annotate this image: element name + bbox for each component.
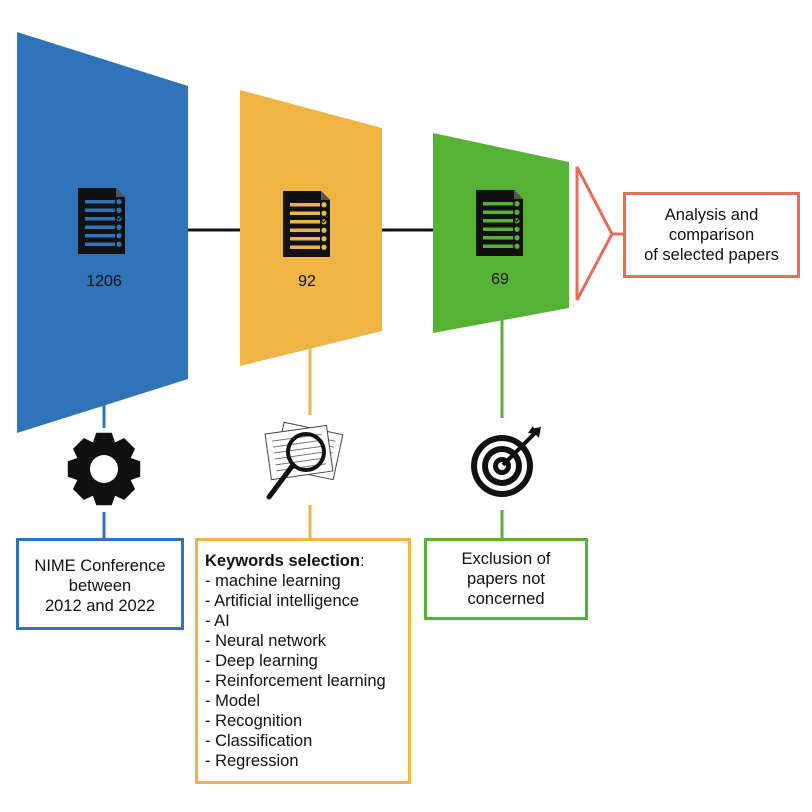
keyword-item: - Reinforcement learning — [205, 672, 386, 690]
keyword-item: - Artificial intelligence — [205, 592, 360, 610]
exclusion-line: concerned — [467, 590, 545, 608]
nime-line: NIME Conference — [34, 557, 166, 575]
nime-line: between — [68, 577, 132, 595]
keyword-item: - Recognition — [205, 712, 303, 730]
keyword-item: - Classification — [205, 732, 313, 750]
exclusion-line: Exclusion of — [461, 550, 551, 568]
stage-2-count: 92 — [298, 273, 316, 290]
document-checklist-icon — [78, 188, 125, 254]
exclusion-line: papers not — [467, 570, 545, 588]
nime-conference-box: NIME Conference between 2012 and 2022 — [16, 538, 184, 630]
target-icon — [471, 426, 541, 497]
keywords-title-colon: : — [359, 552, 365, 570]
analysis-line: of selected papers — [644, 246, 779, 264]
exclusion-box: Exclusion of papers not concerned — [424, 538, 588, 620]
keywords-title-text: Keywords selection — [205, 552, 360, 570]
stage-1-count: 1206 — [86, 273, 122, 290]
keywords-title: Keywords selection: — [205, 551, 408, 571]
document-checklist-icon — [283, 191, 330, 257]
keyword-item: - AI — [205, 612, 230, 630]
nime-line: 2012 and 2022 — [44, 597, 156, 615]
magnifier-documents-icon — [264, 421, 344, 500]
keyword-item: - Regression — [205, 752, 299, 770]
stage-3-count: 69 — [491, 271, 509, 288]
analysis-box: Analysis and comparison of selected pape… — [623, 192, 800, 278]
keyword-item: - Deep learning — [205, 652, 318, 670]
keyword-item: - Neural network — [205, 632, 327, 650]
arrow-icon — [575, 166, 614, 301]
document-checklist-icon — [476, 190, 523, 256]
analysis-line: comparison — [668, 226, 755, 244]
keyword-item: - Model — [205, 692, 261, 710]
analysis-line: Analysis and — [664, 206, 759, 224]
keyword-item: - machine learning — [205, 572, 341, 590]
keywords-selection-box: Keywords selection: - machine learning -… — [195, 538, 411, 784]
gear-icon — [67, 432, 141, 506]
